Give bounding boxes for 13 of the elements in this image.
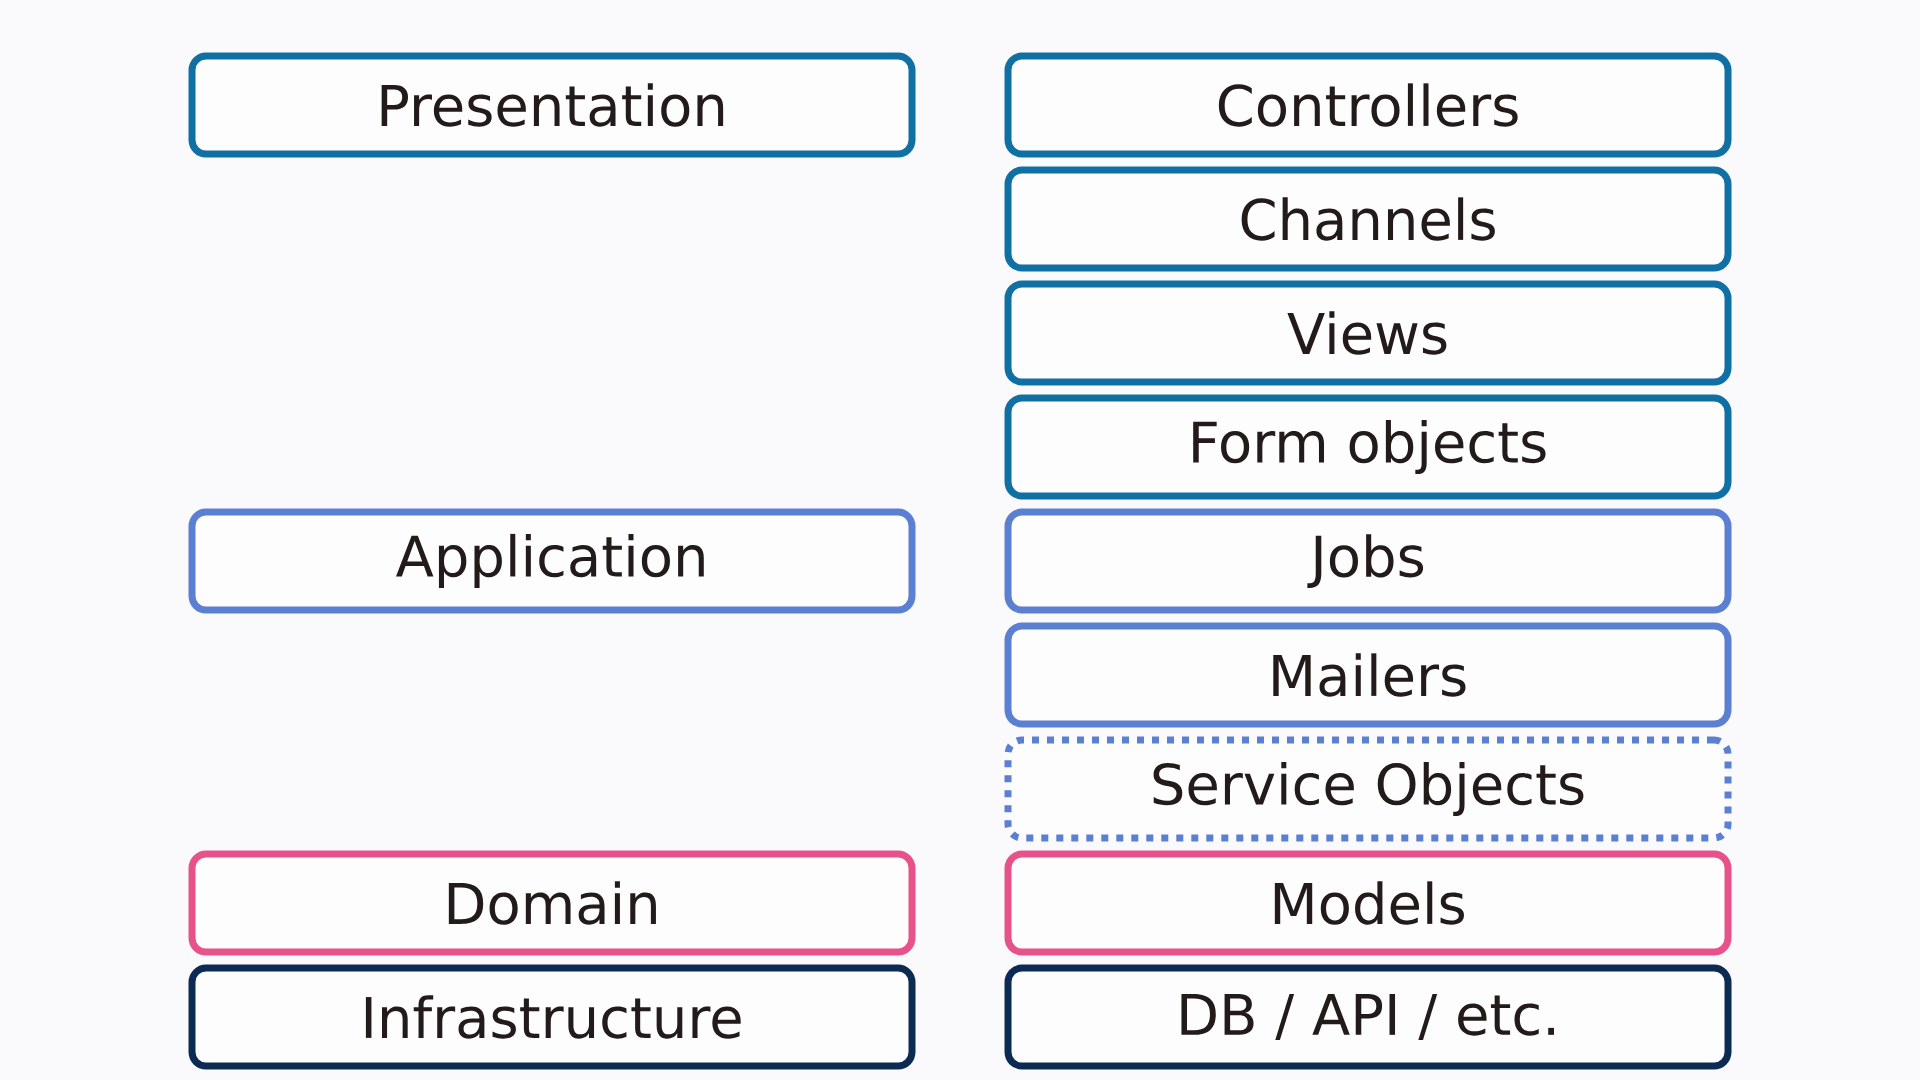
layer-box: Infrastructure [188, 964, 916, 1070]
component-box: Mailers [1004, 622, 1732, 728]
component-box: Channels [1004, 166, 1732, 272]
component-box: DB / API / etc. [1004, 964, 1732, 1070]
component-box: Views [1004, 280, 1732, 386]
component-box: Jobs [1004, 508, 1732, 614]
layer-box: Domain [188, 850, 916, 956]
component-box: Service Objects [1004, 736, 1732, 842]
component-box: Controllers [1004, 52, 1732, 158]
component-box: Models [1004, 850, 1732, 956]
component-box: Form objects [1004, 394, 1732, 500]
layer-box: Presentation [188, 52, 916, 158]
layer-box: Application [188, 508, 916, 614]
